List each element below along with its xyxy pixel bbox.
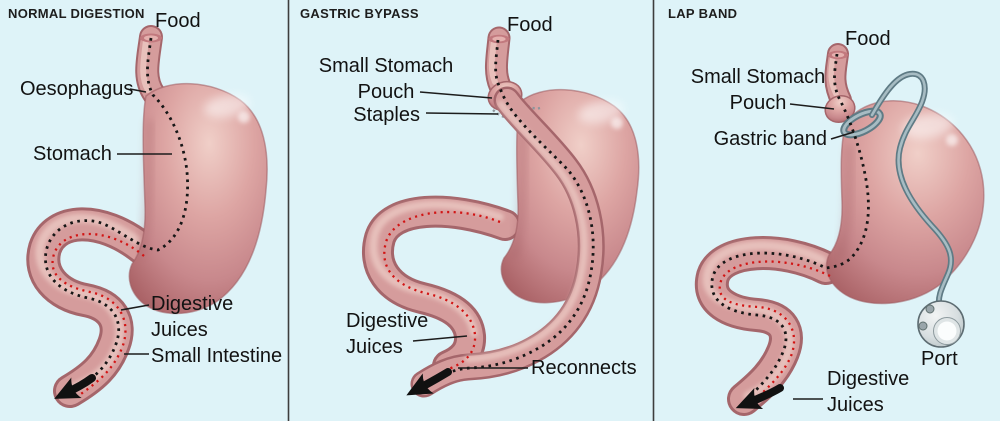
small-stomach-pouch-shape xyxy=(824,95,856,123)
label-small-stomach-pouch-2: Small Stomach Pouch xyxy=(318,55,454,103)
label-digestive-juices-2: Digestive Juices xyxy=(346,310,429,358)
label-oesophagus: Oesophagus xyxy=(20,78,134,100)
oesophagus-sheen xyxy=(828,53,839,97)
flow-arrow xyxy=(54,374,96,399)
leader-lines xyxy=(789,103,855,400)
digestive-juices-path xyxy=(51,233,145,397)
label-digestive-juices-1: Digestive Juices xyxy=(151,293,234,341)
panel-title-lap-band: LAP BAND xyxy=(668,6,738,21)
label-staples: Staples xyxy=(353,104,420,126)
flow-arrow xyxy=(735,384,784,410)
stomach-crease xyxy=(511,125,528,259)
gastric-band-ring-highlight xyxy=(842,109,882,137)
label-digestive-juices-3: Digestive Juices xyxy=(827,368,910,416)
label-reconnects: Reconnects xyxy=(531,357,637,379)
bypass-limb-sheen xyxy=(464,100,588,363)
label-stomach: Stomach xyxy=(33,143,112,165)
band-tubing xyxy=(870,72,953,307)
port-septum-dome xyxy=(937,321,957,341)
stomach-spot-highlight xyxy=(611,117,623,129)
panel-title-normal-digestion: NORMAL DIGESTION xyxy=(8,6,145,21)
port-screw-hole-1 xyxy=(925,304,935,314)
panel-gastric-bypass-art xyxy=(362,26,640,398)
stomach-crease xyxy=(137,119,154,256)
small-intestine-sheen xyxy=(35,213,141,393)
leader-lines xyxy=(117,88,172,355)
label-port: Port xyxy=(921,348,958,370)
stomach-crease xyxy=(836,144,854,260)
label-food-3: Food xyxy=(845,28,891,50)
panel-title-gastric-bypass: GASTRIC BYPASS xyxy=(300,6,419,21)
label-small-stomach-pouch-3: Small Stomach Pouch xyxy=(690,66,826,114)
small-intestine-sheen xyxy=(702,240,827,401)
panel-lap-band-art xyxy=(694,43,985,416)
oesophagus-cut-inner xyxy=(492,36,506,42)
stomach-spot-highlight xyxy=(238,111,250,123)
flow-arrow xyxy=(406,368,452,396)
stomach-fundus-highlight xyxy=(204,94,250,118)
bypassed-intestine-body xyxy=(365,198,518,379)
stomach-shape xyxy=(825,100,985,305)
digestive-juices-path xyxy=(383,210,501,386)
stomach-spot-highlight xyxy=(946,134,958,146)
oesophagus-sheen xyxy=(140,37,151,93)
panel-normal-digestion-art xyxy=(26,25,268,408)
oesophagus-sheen xyxy=(488,38,498,85)
label-small-intestine: Small Intestine xyxy=(151,345,283,367)
label-food-2: Food xyxy=(507,14,553,36)
label-food-1: Food xyxy=(155,10,201,32)
leader-lines xyxy=(412,91,528,369)
stomach-fundus-highlight xyxy=(578,100,624,124)
food-path xyxy=(710,53,870,399)
port-screw-hole-2 xyxy=(918,321,928,331)
label-gastric-band: Gastric band xyxy=(713,128,827,150)
